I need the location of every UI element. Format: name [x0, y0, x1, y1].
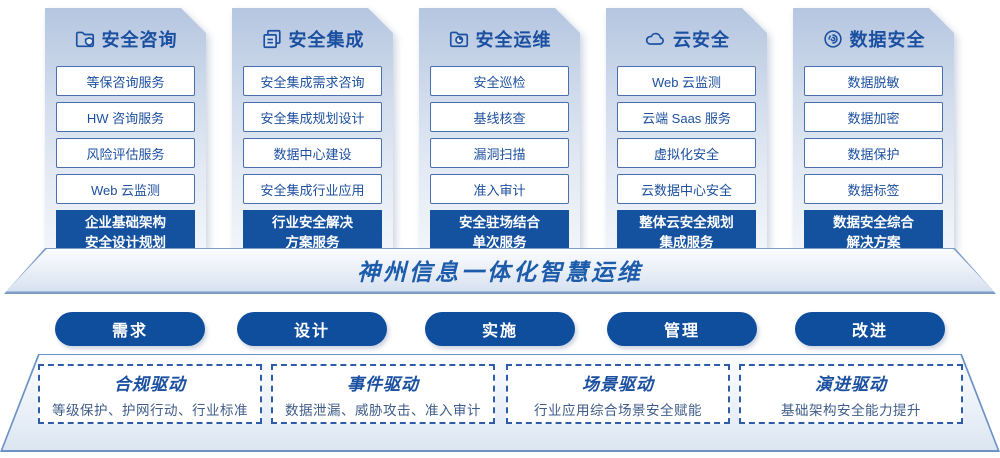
- service-item: HW 咨询服务: [56, 102, 195, 132]
- platform-banner-surface: 神州信息一体化智慧运维: [6, 249, 994, 292]
- column-header: 安全运维: [419, 8, 580, 66]
- driver-desc: 基础架构安全能力提升: [781, 402, 921, 418]
- driver-box-compliance: 合规驱动 等级保护、护网行动、行业标准: [38, 364, 262, 424]
- service-item: 安全集成需求咨询: [243, 66, 382, 96]
- cloud-icon: [643, 28, 667, 50]
- platform-banner: 神州信息一体化智慧运维: [4, 248, 996, 294]
- service-item: 安全集成规划设计: [243, 102, 382, 132]
- column-security-operations: 安全运维 安全巡检 基线核查 漏洞扫描 准入审计 安全驻场结合 单次服务: [419, 8, 580, 248]
- process-pill-manage: 管理: [607, 312, 757, 346]
- driver-title: 场景驱动: [582, 374, 654, 394]
- column-cloud-security: 云安全 Web 云监测 云端 Saas 服务 虚拟化安全 云数据中心安全 整体云…: [606, 8, 767, 248]
- column-footer: 安全驻场结合 单次服务: [430, 210, 569, 255]
- driver-title: 演进驱动: [815, 374, 887, 394]
- platform-banner-title: 神州信息一体化智慧运维: [357, 259, 643, 286]
- service-item: 数据中心建设: [243, 138, 382, 168]
- column-header: 数据安全: [793, 8, 954, 66]
- service-item: 准入审计: [430, 174, 569, 204]
- column-title: 安全咨询: [101, 30, 178, 50]
- column-footer: 行业安全解决 方案服务: [243, 210, 382, 255]
- driver-platform: 合规驱动 等级保护、护网行动、行业标准 事件驱动 数据泄漏、威胁攻击、准入审计 …: [0, 354, 1000, 452]
- service-item: 数据标签: [804, 174, 943, 204]
- service-item: 安全巡检: [430, 66, 569, 96]
- column-security-integration: 安全集成 安全集成需求咨询 安全集成规划设计 数据中心建设 安全集成行业应用 行…: [232, 8, 393, 248]
- process-pill-improve: 改进: [795, 312, 945, 346]
- column-title: 数据安全: [849, 30, 926, 50]
- service-item: 云端 Saas 服务: [617, 102, 756, 132]
- driver-box-evolution: 演进驱动 基础架构安全能力提升: [739, 364, 963, 424]
- driver-platform-surface: 合规驱动 等级保护、护网行动、行业标准 事件驱动 数据泄漏、威胁攻击、准入审计 …: [2, 355, 998, 450]
- column-footer: 企业基础架构 安全设计规划: [56, 210, 195, 255]
- process-pill-implement: 实施: [425, 312, 575, 346]
- process-pill-design: 设计: [237, 312, 387, 346]
- documents-icon: [261, 28, 283, 50]
- folder-shield-icon: [74, 28, 96, 50]
- folder-chart-icon: [448, 28, 470, 50]
- column-title: 安全集成: [288, 30, 365, 50]
- driver-desc: 等级保护、护网行动、行业标准: [52, 402, 248, 418]
- service-item: 等保咨询服务: [56, 66, 195, 96]
- column-panel: 数据安全 数据脱敏 数据加密 数据保护 数据标签 数据安全综合 解决方案: [793, 8, 954, 248]
- column-panel: 安全集成 安全集成需求咨询 安全集成规划设计 数据中心建设 安全集成行业应用 行…: [232, 8, 393, 248]
- service-item: Web 云监测: [56, 174, 195, 204]
- column-panel: 安全运维 安全巡检 基线核查 漏洞扫描 准入审计 安全驻场结合 单次服务: [419, 8, 580, 248]
- column-header: 云安全: [606, 8, 767, 66]
- service-item: 风险评估服务: [56, 138, 195, 168]
- service-item: 数据加密: [804, 102, 943, 132]
- column-header: 安全咨询: [45, 8, 206, 66]
- column-data-security: 数据安全 数据脱敏 数据加密 数据保护 数据标签 数据安全综合 解决方案: [793, 8, 954, 248]
- service-item: 安全集成行业应用: [243, 174, 382, 204]
- fingerprint-icon: [822, 28, 844, 50]
- driver-desc: 数据泄漏、威胁攻击、准入审计: [285, 402, 481, 418]
- service-item: 基线核查: [430, 102, 569, 132]
- column-header: 安全集成: [232, 8, 393, 66]
- service-item: 虚拟化安全: [617, 138, 756, 168]
- service-item: 数据脱敏: [804, 66, 943, 96]
- column-footer: 整体云安全规划 集成服务: [617, 210, 756, 255]
- driver-desc: 行业应用综合场景安全赋能: [534, 402, 702, 418]
- driver-box-scenario: 场景驱动 行业应用综合场景安全赋能: [506, 364, 730, 424]
- column-footer: 数据安全综合 解决方案: [804, 210, 943, 255]
- column-panel: 云安全 Web 云监测 云端 Saas 服务 虚拟化安全 云数据中心安全 整体云…: [606, 8, 767, 248]
- service-item: 数据保护: [804, 138, 943, 168]
- column-title: 安全运维: [475, 30, 552, 50]
- service-item: 云数据中心安全: [617, 174, 756, 204]
- driver-box-incident: 事件驱动 数据泄漏、威胁攻击、准入审计: [271, 364, 495, 424]
- service-item: Web 云监测: [617, 66, 756, 96]
- column-title: 云安全: [673, 30, 730, 50]
- column-panel: 安全咨询 等保咨询服务 HW 咨询服务 风险评估服务 Web 云监测 企业基础架…: [45, 8, 206, 248]
- process-pill-requirements: 需求: [55, 312, 205, 346]
- driver-title: 合规驱动: [114, 374, 186, 394]
- service-item: 漏洞扫描: [430, 138, 569, 168]
- driver-title: 事件驱动: [347, 374, 419, 394]
- column-security-consulting: 安全咨询 等保咨询服务 HW 咨询服务 风险评估服务 Web 云监测 企业基础架…: [45, 8, 206, 248]
